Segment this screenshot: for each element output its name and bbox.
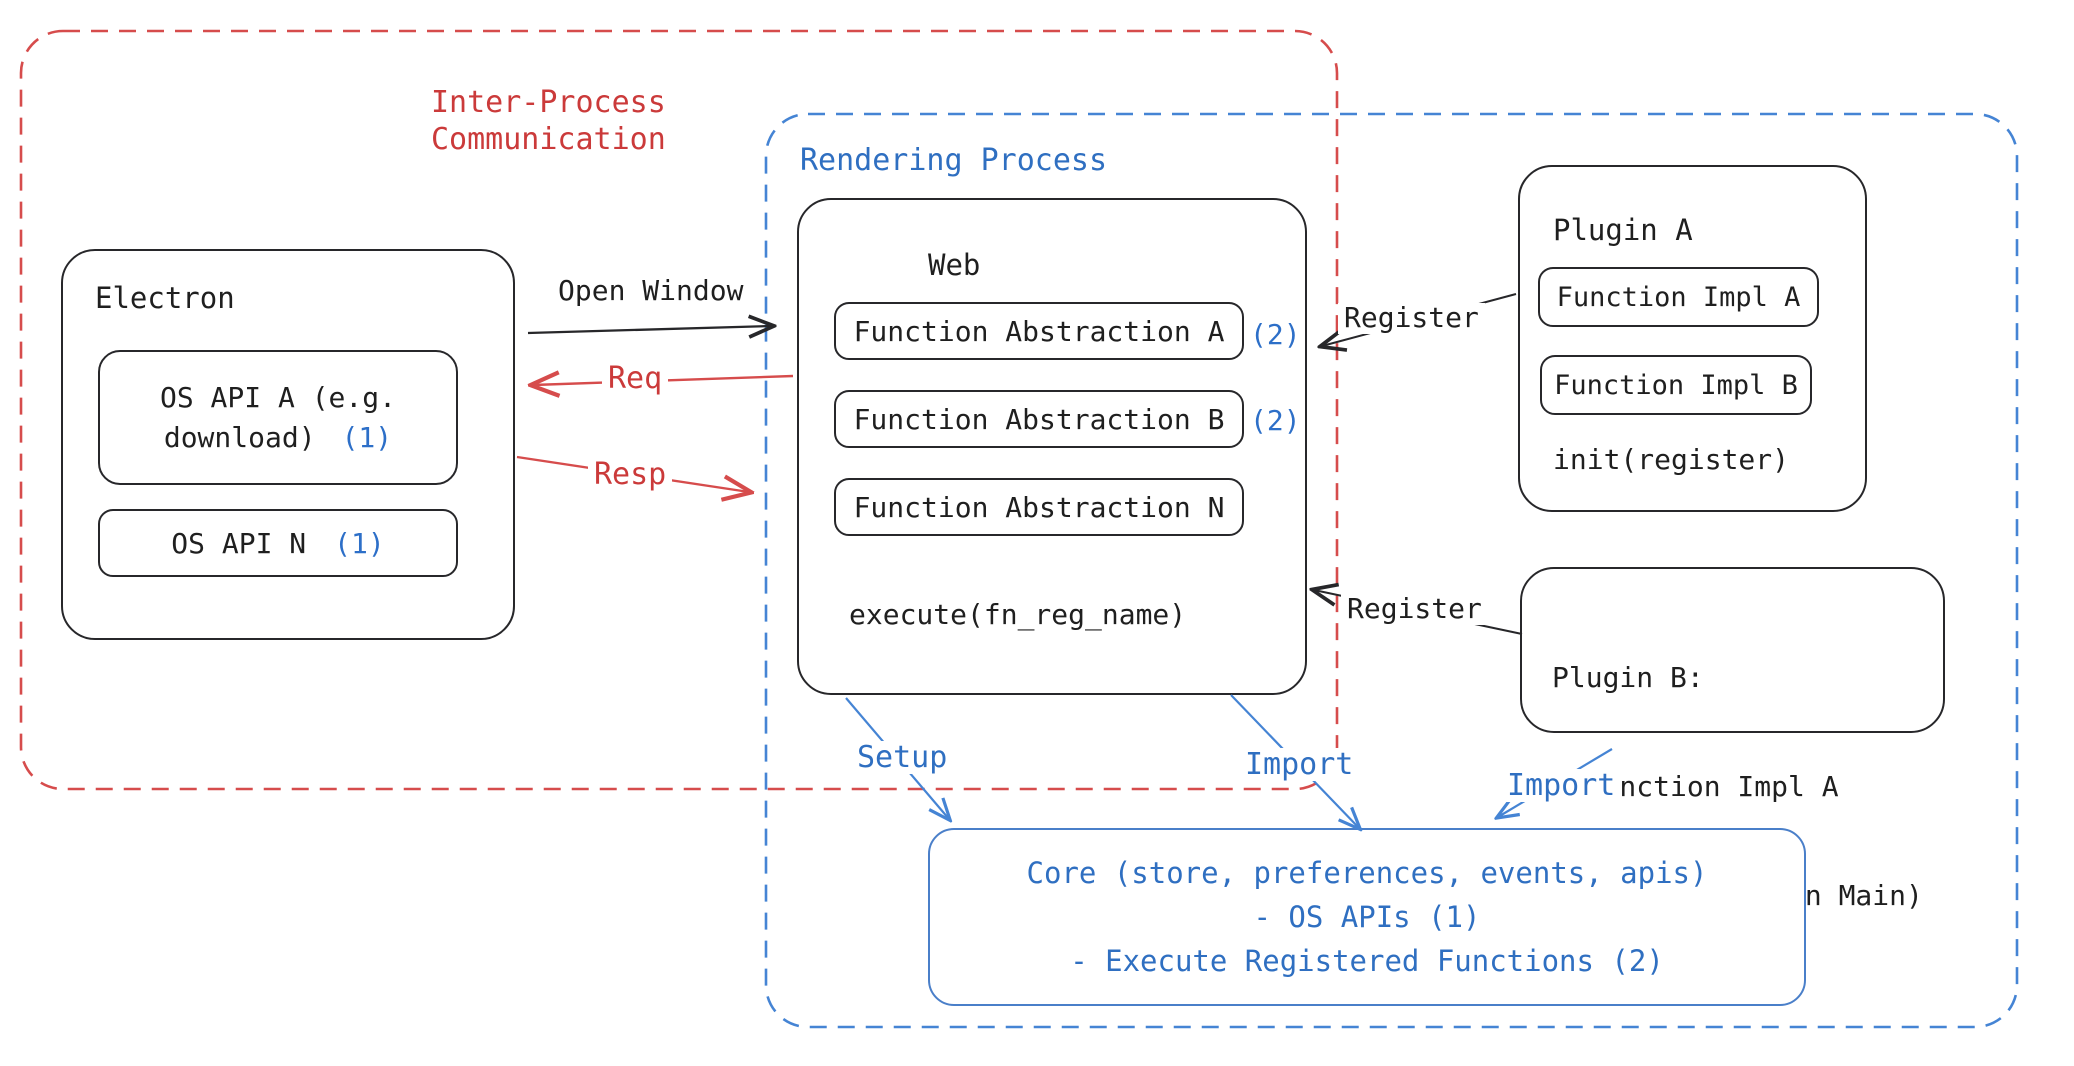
function-impl-a-box: Function Impl A <box>1538 267 1819 327</box>
function-abstraction-a-label: Function Abstraction A <box>853 314 1225 348</box>
web-title: Web <box>928 248 981 282</box>
os-api-n-label: OS API N <box>171 526 307 560</box>
req-label: Req <box>602 362 669 395</box>
core-line1: Core (store, preferences, events, apis) <box>1026 856 1708 890</box>
setup-label: Setup <box>851 741 954 774</box>
os-api-a-line2: download) <box>163 420 316 454</box>
function-abstraction-b-label: Function Abstraction B <box>853 402 1225 436</box>
function-impl-b-label: Function Impl B <box>1554 369 1798 401</box>
os-api-a-box: OS API A (e.g. download) (1) <box>98 350 458 485</box>
init-register-label: init(register) <box>1553 443 1790 476</box>
execute-label: execute(fn_reg_name) <box>849 598 1187 631</box>
ipc-label-line1: Inter-Process <box>431 85 666 120</box>
function-abstraction-b-box: Function Abstraction B <box>834 390 1244 448</box>
electron-title: Electron <box>95 281 235 315</box>
register-plugin-b-label: Register <box>1341 593 1488 625</box>
core-box: Core (store, preferences, events, apis) … <box>928 828 1806 1006</box>
resp-label: Resp <box>588 458 673 491</box>
os-api-a-line1: OS API A (e.g. <box>159 380 396 414</box>
function-abstraction-n-label: Function Abstraction N <box>853 490 1225 524</box>
plugin-b-line1: Plugin B: <box>1552 661 1704 694</box>
os-api-n-box: OS API N (1) <box>98 509 458 577</box>
import-plugin-b-label: Import <box>1501 769 1622 802</box>
function-abstraction-b-badge: (2) <box>1250 404 1301 437</box>
core-line3: - Execute Registered Functions (2) <box>1070 944 1664 978</box>
register-plugin-a-label: Register <box>1338 302 1485 334</box>
open-window-arrow <box>527 326 772 333</box>
os-api-n-badge: (1) <box>334 526 385 560</box>
plugin-a-title: Plugin A <box>1553 213 1693 247</box>
function-abstraction-n-box: Function Abstraction N <box>834 478 1244 536</box>
core-line2: - OS APIs (1) <box>1253 900 1481 934</box>
function-impl-a-label: Function Impl A <box>1556 281 1801 313</box>
function-abstraction-a-box: Function Abstraction A <box>834 302 1244 360</box>
ipc-label-line2: Communication <box>431 122 666 157</box>
function-abstraction-a-badge: (2) <box>1250 318 1301 351</box>
rendering-process-label: Rendering Process <box>800 143 1108 178</box>
import-web-label: Import <box>1239 748 1360 781</box>
open-window-label: Open Window <box>558 274 744 307</box>
os-api-a-badge: (1) <box>341 420 393 454</box>
function-impl-b-box: Function Impl B <box>1540 355 1812 415</box>
